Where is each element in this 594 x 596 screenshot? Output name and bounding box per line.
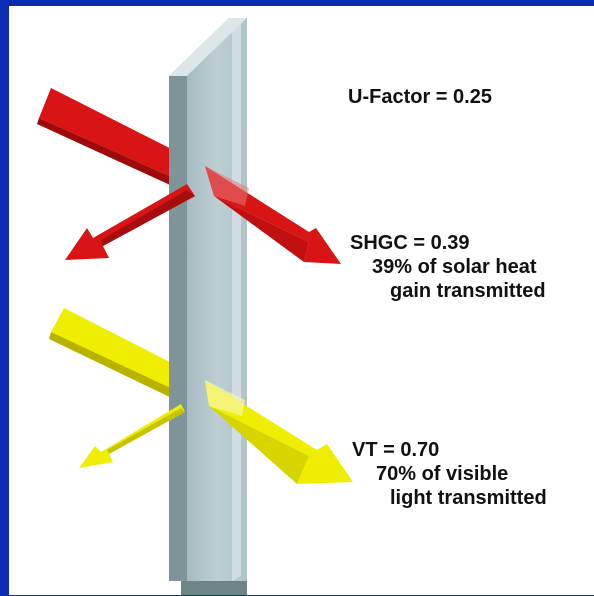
heat-arrow-reflected — [65, 184, 195, 260]
glazing-diagram — [37, 18, 353, 595]
shgc-title: SHGC = 0.39 — [350, 232, 470, 254]
light-arrow-reflected — [79, 404, 185, 468]
vt-description-line2: light transmitted — [390, 487, 547, 509]
diagram-frame: U-Factor = 0.25 SHGC = 0.39 39% of solar… — [9, 6, 594, 595]
light-arrow-outgoing — [205, 380, 353, 484]
vt-title: VT = 0.70 — [352, 439, 440, 461]
heat-arrow-outgoing — [205, 166, 341, 264]
shgc-description-line2: gain transmitted — [390, 280, 546, 302]
u-factor-label: U-Factor = 0.25 — [348, 86, 492, 108]
shgc-description-line1: 39% of solar heat — [372, 256, 537, 278]
glass-pane — [169, 18, 247, 595]
vt-description-line1: 70% of visible — [376, 463, 509, 485]
